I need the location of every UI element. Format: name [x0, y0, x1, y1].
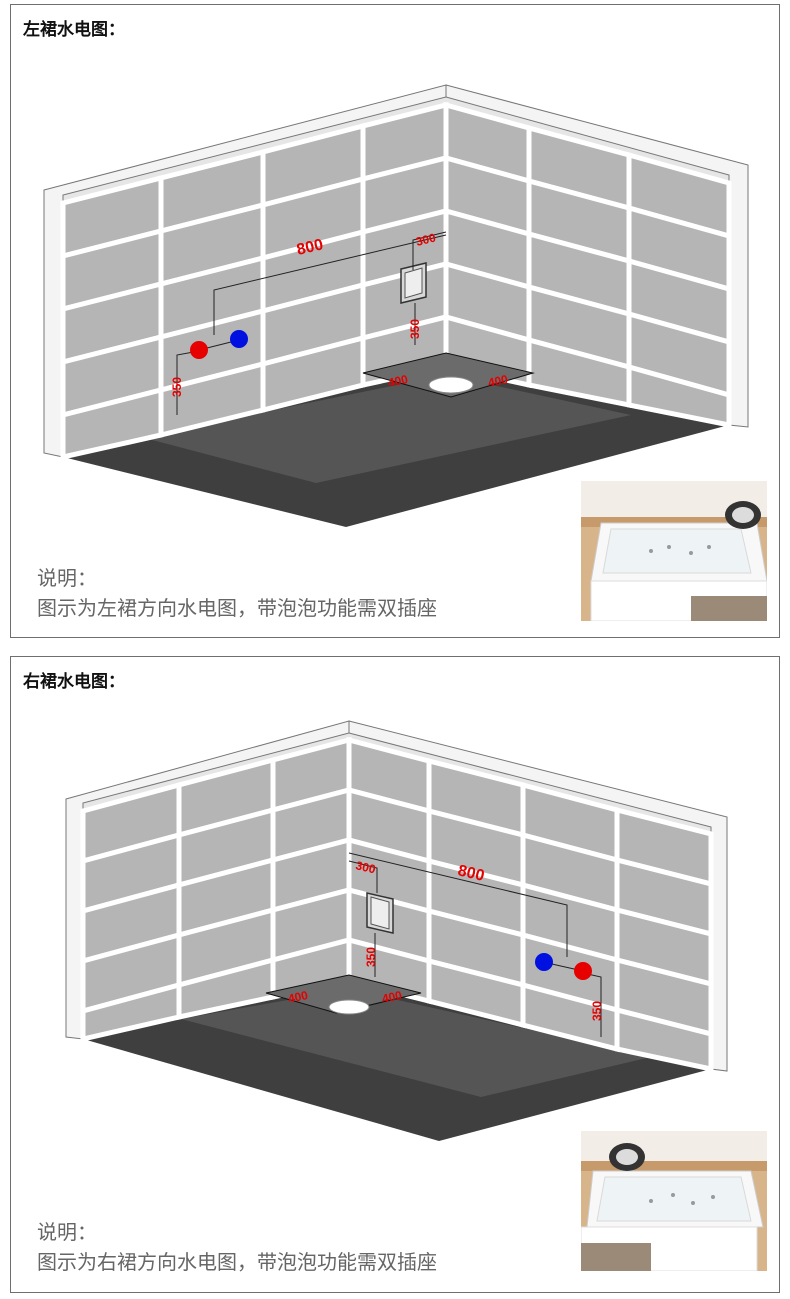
- note-heading: 说明：: [37, 1220, 97, 1244]
- right-skirt-room-diagram: 800 300 350 350 400 400: [65, 720, 728, 1141]
- pipe-height-label: 350: [170, 377, 184, 397]
- bathtub-photo: [581, 481, 767, 621]
- left-skirt-panel: 左裙水电图：: [10, 4, 780, 638]
- cold-water-point: [230, 330, 248, 348]
- note-heading: 说明：: [37, 566, 97, 590]
- pipe-span-label: 800: [295, 236, 325, 259]
- cold-water-point: [535, 953, 553, 971]
- note-body: 图示为左裙方向水电图，带泡泡功能需双插座: [37, 596, 437, 620]
- pipe-span-label: 800: [456, 862, 486, 885]
- hot-water-point: [574, 962, 592, 980]
- floor-drain: [328, 999, 370, 1015]
- left-wall-tiles: [80, 736, 352, 1043]
- socket-height-label: 350: [364, 947, 378, 967]
- drain-left-label: 400: [387, 372, 410, 390]
- pipe-height-label: 350: [590, 1001, 604, 1021]
- drain-right-label: 400: [487, 372, 510, 390]
- right-wall-tiles: [443, 101, 732, 429]
- drain-right-label: 400: [381, 988, 404, 1006]
- panel-title: 左裙水电图：: [23, 20, 125, 40]
- panel-title: 右裙水电图：: [23, 672, 125, 692]
- drain-left-label: 400: [287, 988, 310, 1006]
- floor-drain: [428, 376, 474, 394]
- note-body: 图示为右裙方向水电图，带泡泡功能需双插座: [37, 1250, 437, 1274]
- socket-height-label: 350: [408, 319, 422, 339]
- floor-highlight: [181, 989, 651, 1097]
- floor-highlight: [141, 375, 631, 483]
- bathtub-photo: [581, 1131, 767, 1271]
- hot-water-point: [190, 341, 208, 359]
- drain-area: [265, 974, 422, 1014]
- drain-area: [362, 352, 535, 398]
- socket-offset-label: 300: [414, 230, 437, 249]
- socket-offset-label: 300: [354, 858, 377, 876]
- right-skirt-panel: 右裙水电图：: [10, 656, 780, 1293]
- left-wall-tiles: [60, 101, 449, 461]
- left-skirt-room-diagram: 800 300 350 350 400 400: [43, 84, 749, 527]
